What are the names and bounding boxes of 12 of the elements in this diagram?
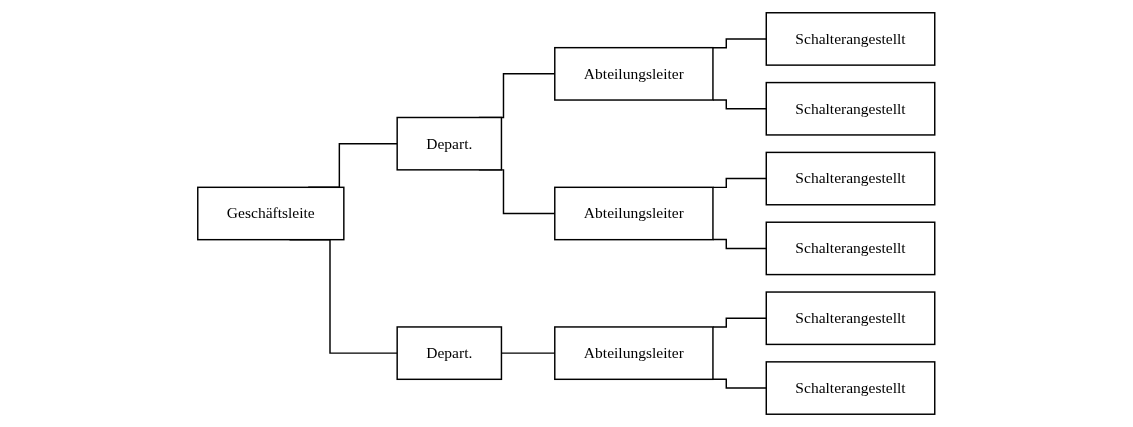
node-box: Abteilungsleiter [554,186,714,241]
node-box: Schalterangestellt [765,81,936,136]
node-box: Depart. [396,326,503,381]
node-box: Schalterangestellt [765,291,936,346]
node-box: Schalterangestellt [765,221,936,276]
node-box: Schalterangestellt [765,12,936,66]
node-box: Geschäftsleite [197,186,345,241]
node-box: Schalterangestellt [765,151,936,206]
node-box: Depart. [396,116,503,171]
node-box: Abteilungsleiter [554,46,714,101]
node-box: Schalterangestellt [765,361,936,415]
node-box: Abteilungsleiter [554,326,714,381]
